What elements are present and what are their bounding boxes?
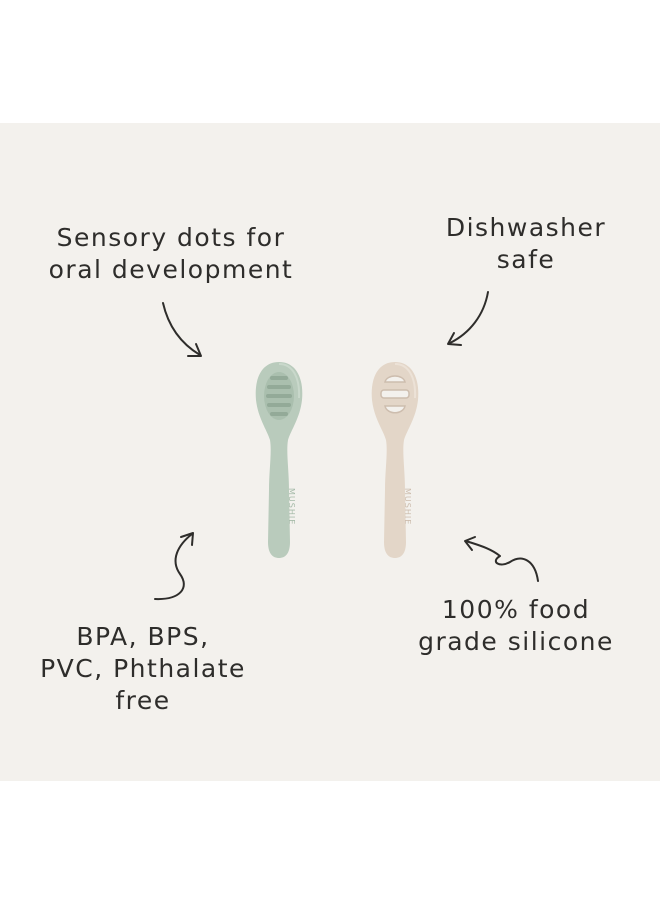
callout-line: Dishwasher <box>445 213 607 242</box>
callout-line: free <box>115 686 171 715</box>
arrow-silicone-icon <box>465 540 539 582</box>
brand-mark: MUSHIE <box>403 488 412 526</box>
product-panel <box>0 123 660 781</box>
arrow-bpa-icon <box>154 533 193 601</box>
callout-line: 100% food <box>441 595 591 624</box>
callout-line: PVC, Phthalate <box>40 654 246 683</box>
arrow-sensory-icon <box>162 302 201 356</box>
callout-sensory-dots: Sensory dots for oral development <box>44 222 298 286</box>
sand-spoon <box>371 362 419 558</box>
sage-spoon <box>255 362 303 558</box>
callout-food-grade-silicone: 100% food grade silicone <box>410 594 622 658</box>
callout-line: grade silicone <box>418 627 614 656</box>
callout-line: Sensory dots for <box>56 223 286 252</box>
callout-bpa-free: BPA, BPS, PVC, Phthalate free <box>20 621 266 717</box>
callout-dishwasher-safe: Dishwasher safe <box>428 212 624 276</box>
callout-line: BPA, BPS, <box>76 622 210 651</box>
callout-line: oral development <box>48 255 294 284</box>
callout-line: safe <box>496 245 556 274</box>
arrow-dishwasher-icon <box>449 291 489 344</box>
brand-mark: MUSHIE <box>287 488 296 526</box>
